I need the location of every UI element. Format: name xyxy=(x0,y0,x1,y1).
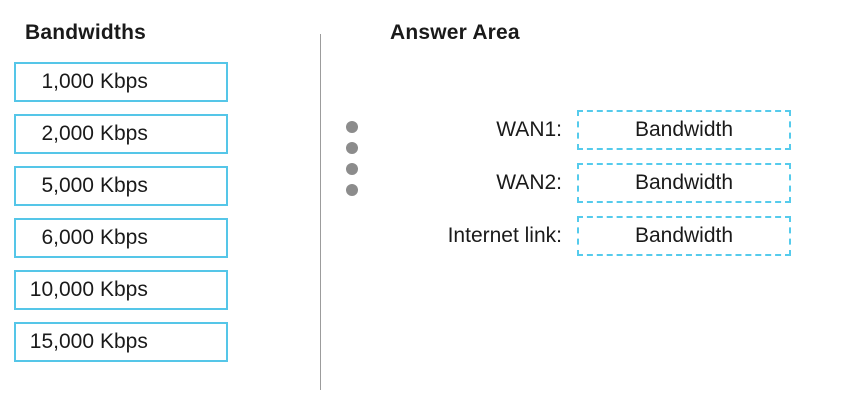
answer-row-internet-link: Internet link: Bandwidth xyxy=(340,216,791,256)
option-value: 1,000 xyxy=(41,70,94,93)
row-spacer xyxy=(562,110,577,150)
answer-row-wan1: WAN1: Bandwidth xyxy=(340,110,791,150)
answer-row-wan2: WAN2: Bandwidth xyxy=(340,163,791,203)
bandwidth-option-6000[interactable]: 6,000 Kbps xyxy=(14,218,228,258)
answer-rows: WAN1: Bandwidth WAN2: Bandwidth Internet… xyxy=(340,110,791,269)
bandwidth-option-2000[interactable]: 2,000 Kbps xyxy=(14,114,228,154)
panel-divider xyxy=(320,34,321,390)
option-unit: Kbps xyxy=(100,330,148,353)
gripper-dot-icon xyxy=(346,184,358,196)
row-label-wan2: WAN2: xyxy=(496,171,562,194)
option-unit: Kbps xyxy=(100,226,148,249)
drop-slot-internet-link[interactable]: Bandwidth xyxy=(577,216,791,256)
bandwidth-option-10000[interactable]: 10,000 Kbps xyxy=(14,270,228,310)
bandwidth-options-list: 1,000 Kbps 2,000 Kbps 5,000 Kbps 6,000 K… xyxy=(14,62,228,374)
bandwidth-option-15000[interactable]: 15,000 Kbps xyxy=(14,322,228,362)
row-spacer xyxy=(562,216,577,256)
answer-area-title: Answer Area xyxy=(390,21,520,44)
drop-slot-wan2[interactable]: Bandwidth xyxy=(577,163,791,203)
option-unit: Kbps xyxy=(100,278,148,301)
option-unit: Kbps xyxy=(100,174,148,197)
option-unit: Kbps xyxy=(100,70,148,93)
option-value: 10,000 xyxy=(29,278,94,301)
drop-slot-wan1[interactable]: Bandwidth xyxy=(577,110,791,150)
row-label-internet-link: Internet link: xyxy=(447,224,562,247)
gripper-dot-icon xyxy=(346,121,358,133)
row-label-wan1: WAN1: xyxy=(496,118,562,141)
option-value: 6,000 xyxy=(41,226,94,249)
row-spacer xyxy=(562,163,577,203)
bandwidths-title: Bandwidths xyxy=(25,21,146,44)
option-unit: Kbps xyxy=(100,122,148,145)
option-value: 15,000 xyxy=(29,330,94,353)
bandwidth-option-1000[interactable]: 1,000 Kbps xyxy=(14,62,228,102)
gripper-dot-icon xyxy=(346,142,358,154)
gripper-dot-icon xyxy=(346,163,358,175)
option-value: 2,000 xyxy=(41,122,94,145)
bandwidth-option-5000[interactable]: 5,000 Kbps xyxy=(14,166,228,206)
gripper-handle xyxy=(346,121,358,205)
option-value: 5,000 xyxy=(41,174,94,197)
